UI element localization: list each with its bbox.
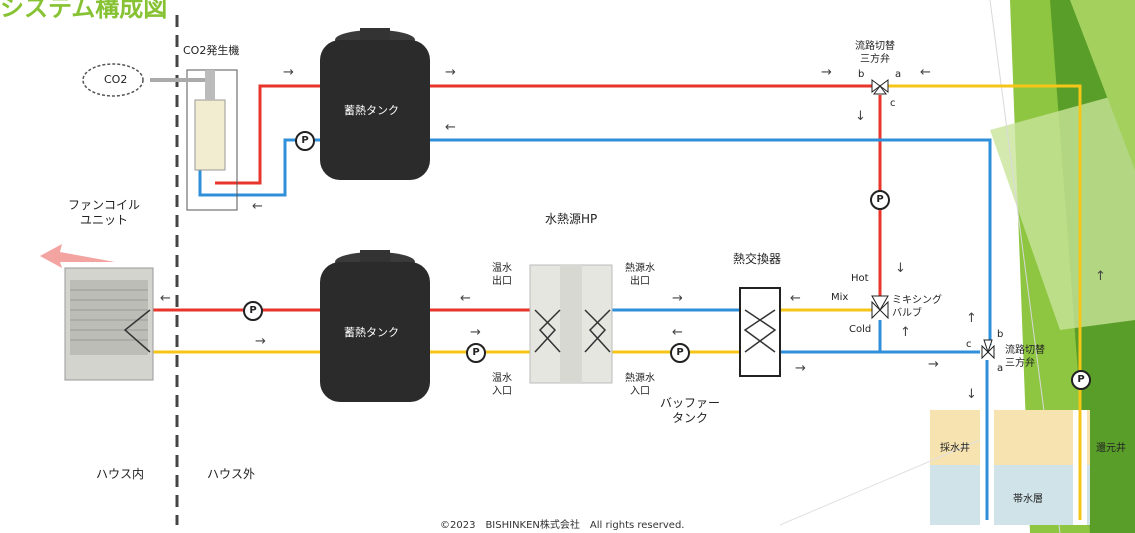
page-title: システム構成図 bbox=[0, 0, 168, 22]
flow-arrow-left-icon: ← bbox=[790, 291, 801, 306]
decorative-background bbox=[989, 0, 1135, 533]
mix-port-label: Mix bbox=[831, 292, 849, 303]
switch-valve-bottom-label: 流路切替 三方弁 bbox=[1005, 345, 1045, 369]
pump-icon: P bbox=[1071, 370, 1091, 390]
flow-arrow-down-icon: ↓ bbox=[966, 387, 977, 402]
valve-top-port-b: b bbox=[858, 69, 865, 80]
hot-water-outlet-label: 温水 出口 bbox=[492, 263, 512, 287]
well-area bbox=[930, 410, 1090, 525]
flow-arrow-down-icon: ↓ bbox=[855, 109, 866, 124]
flow-arrow-up-icon: ↑ bbox=[966, 311, 977, 326]
heat-exchanger-label: 熱交換器 bbox=[733, 252, 782, 266]
tank-top bbox=[320, 28, 430, 180]
heat-exchanger bbox=[739, 287, 781, 377]
co2-generator-label: CO2発生機 bbox=[183, 44, 240, 57]
pump-icon: P bbox=[243, 301, 263, 321]
pump-icon: P bbox=[295, 131, 315, 151]
tank-bottom-label: 蓄熱タンク bbox=[344, 326, 399, 339]
flow-arrow-left-icon: ← bbox=[445, 120, 456, 135]
switch-valve-top-label: 流路切替 三方弁 bbox=[855, 41, 895, 65]
flow-arrow-right-icon: → bbox=[255, 334, 266, 349]
copyright: ©2023 BISHINKEN株式会社 All rights reserved. bbox=[440, 520, 685, 531]
flow-arrow-left-icon: ← bbox=[920, 65, 931, 80]
flow-arrow-right-icon: → bbox=[445, 65, 456, 80]
flow-arrow-right-icon: → bbox=[821, 65, 832, 80]
water-hp-label: 水熱源HP bbox=[545, 212, 598, 226]
house-inside-label: ハウス内 bbox=[96, 467, 145, 481]
cold-port-label: Cold bbox=[849, 324, 872, 335]
house-outside-label: ハウス外 bbox=[207, 467, 256, 481]
return-well-label: 還元井 bbox=[1096, 443, 1126, 454]
source-water-inlet-label: 熱源水 入口 bbox=[625, 373, 655, 397]
aquifer-label: 帯水層 bbox=[1013, 494, 1043, 505]
fan-coil-unit bbox=[64, 267, 154, 381]
flow-arrow-right-icon: → bbox=[928, 357, 939, 372]
three-way-valve-bottom bbox=[981, 339, 995, 360]
co2-label: CO2 bbox=[104, 73, 128, 86]
pumping-well-label: 採水井 bbox=[940, 443, 970, 454]
pump-icon: P bbox=[870, 190, 890, 210]
source-water-outlet-label: 熱源水 出口 bbox=[625, 263, 655, 287]
airflow-arrow bbox=[40, 244, 115, 268]
hot-water-inlet-label: 温水 入口 bbox=[492, 373, 512, 397]
valve-bottom-port-c: c bbox=[966, 339, 972, 350]
tank-bottom bbox=[320, 250, 430, 402]
flow-arrow-right-icon: → bbox=[795, 361, 806, 376]
hot-port-label: Hot bbox=[851, 273, 869, 284]
flow-arrow-up-icon: ↑ bbox=[900, 325, 911, 340]
co2-generator bbox=[150, 69, 238, 211]
mixing-valve bbox=[871, 295, 889, 320]
valve-top-port-c: c bbox=[890, 98, 896, 109]
fan-coil-label: ファンコイル ユニット bbox=[68, 198, 141, 227]
water-source-heat-pump bbox=[529, 264, 613, 384]
flow-arrow-left-icon: ← bbox=[672, 325, 683, 340]
flow-arrow-up-icon: ↑ bbox=[1095, 269, 1106, 284]
flow-arrow-right-icon: → bbox=[470, 325, 481, 340]
flow-arrow-right-icon: → bbox=[283, 65, 294, 80]
flow-arrow-left-icon: ← bbox=[460, 291, 471, 306]
co2-cloud bbox=[82, 63, 144, 97]
mixing-valve-label: ミキシング バルブ bbox=[892, 295, 942, 319]
three-way-valve-top bbox=[871, 79, 889, 95]
flow-arrow-down-icon: ↓ bbox=[895, 261, 906, 276]
pipes bbox=[150, 84, 1082, 520]
pump-icon: P bbox=[670, 343, 690, 363]
tank-top-label: 蓄熱タンク bbox=[344, 104, 399, 117]
pump-icon: P bbox=[466, 343, 486, 363]
flow-arrow-left-icon: ← bbox=[252, 199, 263, 214]
flow-arrow-right-icon: → bbox=[672, 291, 683, 306]
flow-arrow-left-icon: ← bbox=[160, 291, 171, 306]
valve-top-port-a: a bbox=[895, 69, 902, 80]
valve-bottom-port-b: b bbox=[997, 329, 1004, 340]
valve-bottom-port-a: a bbox=[997, 363, 1004, 374]
buffer-tank-label: バッファー タンク bbox=[660, 396, 721, 425]
